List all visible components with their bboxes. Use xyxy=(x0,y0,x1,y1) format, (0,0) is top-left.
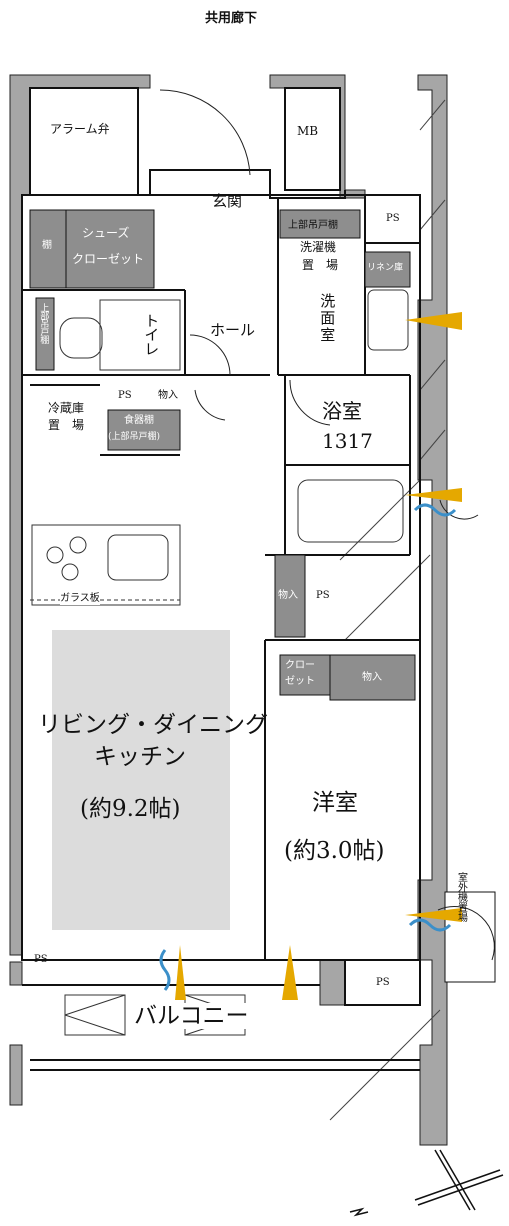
hall-label: ホール xyxy=(210,321,256,339)
closet-label-1: クロー xyxy=(285,660,315,671)
storage-blocks xyxy=(29,209,416,701)
toilet-cabinet-label: 上部吊戸棚 xyxy=(38,303,49,343)
washer-label-2: 置 場 xyxy=(302,258,339,272)
wall-hatch xyxy=(329,99,446,1121)
dish-label-1: 食器棚 xyxy=(124,415,154,426)
ps-mid-label: PS xyxy=(316,590,330,601)
airflow-arrow-icon xyxy=(175,312,462,1000)
door-swings xyxy=(159,89,495,961)
storage-bed-label: 物入 xyxy=(362,672,382,683)
toilet-label: トイレ xyxy=(142,313,161,355)
storage-mid-label: 物入 xyxy=(278,590,298,601)
bath-size-label: 1317 xyxy=(322,429,373,453)
upper-cabinet-label: 上部吊戸棚 xyxy=(288,220,338,231)
dish-label-2: (上部吊戸棚) xyxy=(108,432,161,442)
shoe-shelf-label: 棚 xyxy=(42,240,52,251)
ps-balcony-label: PS xyxy=(376,977,390,988)
ps-top-label: PS xyxy=(386,213,400,224)
fridge-label-2: 置 場 xyxy=(48,418,85,432)
storage-kitchen-label: 物入 xyxy=(158,390,178,401)
bathroom-label: 浴室 xyxy=(322,399,362,423)
alarm-valve-label: アラーム弁 xyxy=(50,122,110,136)
entrance-label: 玄関 xyxy=(212,192,243,210)
western-size-label: (約3.0帖) xyxy=(284,838,385,864)
ldk-size-label: (約9.2帖) xyxy=(80,796,181,822)
linen-label: リネン庫 xyxy=(367,263,404,273)
closet-label-2: ゼット xyxy=(285,676,315,687)
washroom-label: 洗面室 xyxy=(318,293,337,344)
balcony-label: バルコニー xyxy=(132,1003,251,1030)
outdoor-unit-label: 室外機置場 xyxy=(455,872,467,922)
glass-board-label: ガラス板 xyxy=(60,593,100,605)
shoe-closet-label-2: クローゼット xyxy=(72,252,145,266)
ps-ldk-label: PS xyxy=(34,954,48,965)
north-arrow-icon xyxy=(349,1149,504,1217)
balcony-outline xyxy=(22,959,421,1071)
ldk-label-1: リビング・ダイニング xyxy=(38,712,268,738)
washer-label-1: 洗濯機 xyxy=(300,240,337,254)
western-label: 洋室 xyxy=(312,790,358,816)
outdoor-unit-block xyxy=(444,891,496,983)
fridge-label-1: 冷蔵庫 xyxy=(48,401,85,415)
alarm-room xyxy=(29,87,421,244)
ps-kitchen-label: PS xyxy=(118,390,132,401)
interior-walls xyxy=(21,88,421,961)
water-icon xyxy=(159,503,457,991)
shoe-closet-label-1: シューズ xyxy=(82,226,130,240)
corridor-label: 共用廊下 xyxy=(205,11,258,26)
ldk-label-2: キッチン xyxy=(94,744,186,770)
mb-label: MB xyxy=(297,124,319,138)
ldk-area xyxy=(52,630,230,930)
